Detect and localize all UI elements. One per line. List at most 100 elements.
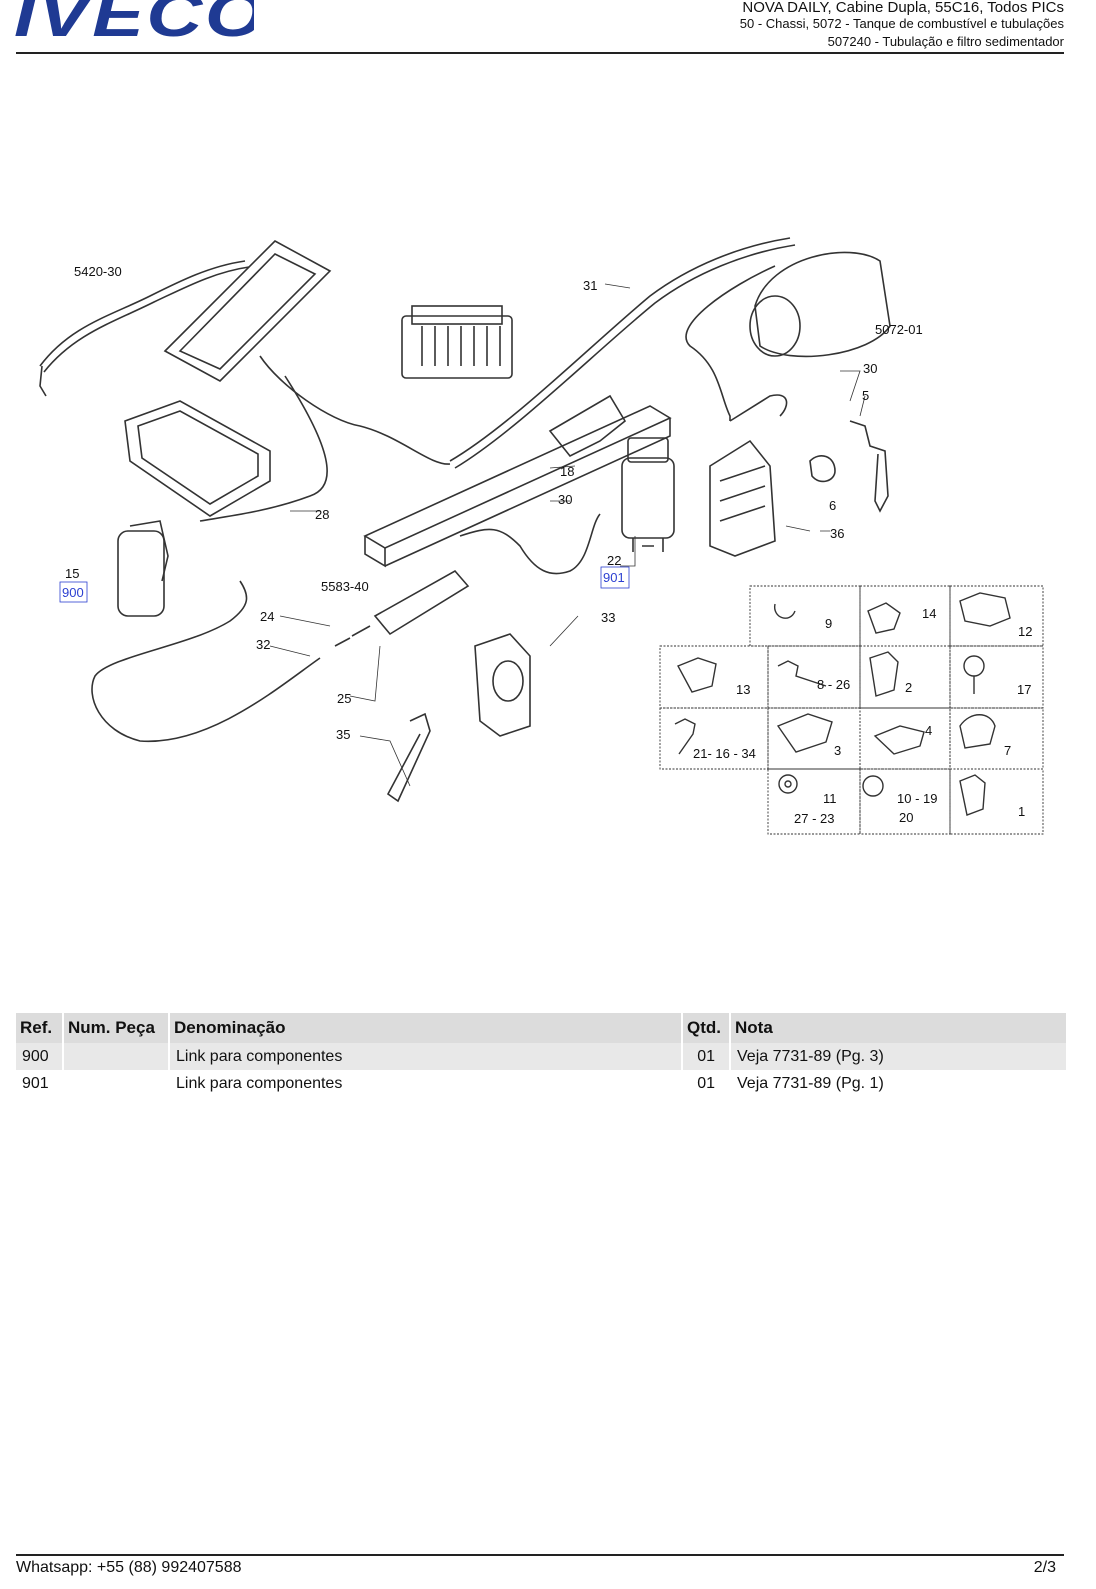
- grid-label-7: 7: [1004, 743, 1011, 758]
- link-900-box[interactable]: [59, 581, 88, 603]
- part-14: [867, 602, 901, 634]
- cell-qtd: 01: [681, 1043, 730, 1070]
- clamp-5: [849, 420, 889, 513]
- grid-label-21-16-34: 21- 16 - 34: [693, 746, 756, 761]
- cell-num: [62, 1070, 169, 1097]
- label-30-mid: 30: [558, 492, 572, 507]
- grid-label-10-19: 10 - 19: [897, 791, 937, 806]
- floor-frame: [163, 240, 332, 382]
- subgroup-title: 507240 - Tubulação e filtro sedimentador: [827, 34, 1064, 49]
- grid-label-8-26: 8 - 26: [817, 677, 850, 692]
- header-divider: [16, 52, 1064, 54]
- bracket-35: [386, 712, 431, 803]
- label-25: 25: [337, 691, 351, 706]
- label-5: 5: [862, 388, 869, 403]
- detail-grid: [659, 585, 1044, 835]
- fuel-line-28-b: [199, 375, 328, 522]
- leader-lines: [269, 283, 866, 787]
- return-line: [685, 265, 776, 421]
- grid-label-13: 13: [736, 682, 750, 697]
- fuel-filter-22: [621, 457, 675, 539]
- part-7: [959, 714, 996, 749]
- link-901[interactable]: 901: [603, 570, 625, 585]
- fuel-tank-end: [749, 295, 801, 357]
- label-5583-40: 5583-40: [321, 579, 369, 594]
- bracket-33-ring: [492, 660, 524, 702]
- label-32: 32: [256, 637, 270, 652]
- part-12: [959, 592, 1011, 627]
- fuel-line-28: [259, 355, 451, 465]
- grid-c2: [859, 645, 951, 709]
- grid-label-27-23: 27 - 23: [794, 811, 834, 826]
- chassis-beam-top: [363, 405, 672, 549]
- chassis-beam-side: [364, 536, 386, 568]
- document-header: NOVA DAILY, Cabine Dupla, 55C16, Todos P…: [740, 0, 1064, 51]
- label-6: 6: [829, 498, 836, 513]
- cell-ref: 900: [16, 1043, 63, 1070]
- col-qtd: Qtd.: [681, 1013, 730, 1043]
- fuel-pump: [373, 569, 470, 636]
- grid-label-2: 2: [905, 680, 912, 695]
- link-900[interactable]: 900: [62, 585, 84, 600]
- grid-label-17: 17: [1017, 682, 1031, 697]
- part-1: [959, 774, 986, 816]
- bracket-18: [548, 394, 627, 458]
- fuel-line-30: [459, 513, 601, 575]
- part-2: [869, 651, 899, 697]
- clamp-6: [809, 455, 836, 483]
- grid-c9: [749, 585, 861, 647]
- grid-label-12: 12: [1018, 624, 1032, 639]
- col-ref: Ref.: [16, 1013, 63, 1043]
- harness-line-2: [43, 266, 250, 373]
- table-row[interactable]: 901 Link para componentes 01 Veja 7731-8…: [16, 1070, 1066, 1097]
- part-8: [777, 660, 827, 687]
- chassis-beam-bottom: [384, 418, 671, 567]
- part-3: [776, 713, 833, 753]
- part-13: [677, 657, 717, 693]
- grid-label-20: 20: [899, 810, 913, 825]
- link-901-box[interactable]: [600, 566, 630, 589]
- diagram-drawing: [39, 237, 891, 803]
- grid-label-1: 1: [1018, 804, 1025, 819]
- iveco-logo: IVECO: [14, 0, 254, 40]
- label-30-top: 30: [863, 361, 877, 376]
- grid-c17: [949, 645, 1044, 709]
- harness-end: [39, 365, 47, 397]
- tray-inner: [137, 410, 259, 505]
- fuel-line-32: [91, 580, 321, 742]
- col-nota: Nota: [729, 1013, 1066, 1043]
- fuel-filter-bottom: [632, 538, 664, 552]
- col-denominacao: Denominação: [168, 1013, 682, 1043]
- cell-qtd: 01: [681, 1070, 730, 1097]
- grid-label-9: 9: [825, 616, 832, 631]
- grid-label-14: 14: [922, 606, 936, 621]
- fuse-box: [401, 315, 513, 379]
- grid-c3: [767, 707, 861, 770]
- grid-c1: [949, 768, 1044, 835]
- cell-ref: 901: [22, 1074, 49, 1092]
- label-33: 33: [601, 610, 615, 625]
- model-title: NOVA DAILY, Cabine Dupla, 55C16, Todos P…: [742, 0, 1064, 16]
- label-35: 35: [336, 727, 350, 742]
- harness-line: [39, 260, 246, 367]
- footer-contact: Whatsapp: +55 (88) 992407588: [16, 1559, 242, 1576]
- grid-label-11: 11: [823, 791, 837, 806]
- grid-label-4: 4: [925, 723, 932, 738]
- sediment-filter-bracket: [129, 520, 169, 582]
- fuel-line-31: [449, 237, 791, 462]
- grid-c4: [859, 707, 951, 770]
- label-36: 36: [830, 526, 844, 541]
- label-22: 22: [607, 553, 621, 568]
- grid-c14: [859, 585, 951, 647]
- part-9: [774, 603, 796, 619]
- label-5072-01: 5072-01: [875, 322, 923, 337]
- table-row[interactable]: 900 Link para componentes 01 Veja 7731-8…: [16, 1043, 1066, 1070]
- part-4: [873, 725, 925, 755]
- fuse-box-slots: [421, 326, 501, 366]
- grid-label-3: 3: [834, 743, 841, 758]
- cell-nota[interactable]: Veja 7731-89 (Pg. 1): [729, 1070, 1066, 1097]
- cell-nota[interactable]: Veja 7731-89 (Pg. 3): [729, 1043, 1066, 1070]
- parts-diagram-svg: 5420-30 31 5072-01 30 5 18 30 6 36 28 15…: [39, 237, 1044, 835]
- part-21: [674, 718, 696, 755]
- label-5420-30: 5420-30: [74, 264, 122, 279]
